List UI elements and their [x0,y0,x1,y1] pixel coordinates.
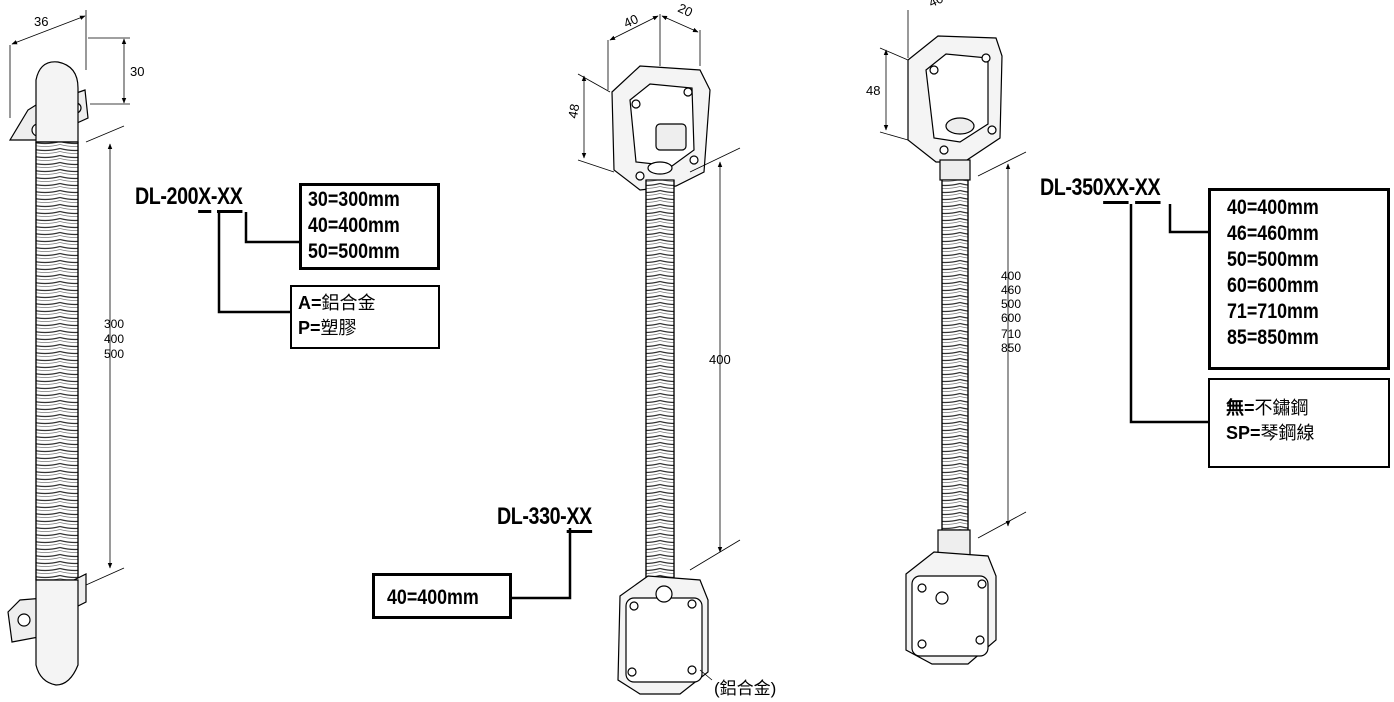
dl350-length-label-4: 600 [1001,311,1021,325]
dl350-length-label-6: 850 [1001,341,1021,355]
dl200-material-option: A=鋁合金 [298,291,438,316]
dl350-code-prefix: DL-350 [1040,174,1104,201]
dl200-height-label: 30 [130,64,144,79]
dl350-height-label: 48 [866,83,880,98]
dl350-material-option: SP=琴鋼線 [1226,421,1388,446]
dl330-length-option: 40=400mm [387,586,479,609]
dl200-material-value: 塑膠 [320,318,357,338]
dl350-connectors [1129,204,1210,424]
dl330-depth-label: 20 [676,0,695,20]
dl350-material-key: SP= [1226,423,1261,443]
dl200-length-label-3: 500 [104,347,124,361]
dl200-length-label-1: 300 [104,317,124,331]
dl200-connectors [217,212,300,314]
dl350-length-option: 46=460mm [1227,222,1319,245]
dl350-code-part2: XX [1134,174,1161,204]
dl350-width-label: 40 [926,0,945,10]
dl330-drawing [611,65,711,695]
dl350-coil [941,179,969,531]
dl350-length-label-3: 500 [1001,297,1021,311]
dl200-material-key: A= [298,293,322,313]
dl200-material-box: A=鋁合金 P=塑膠 [290,285,440,349]
dl330-length-label: 400 [709,352,731,367]
dl350-material-value: 不鏽鋼 [1254,398,1309,418]
dl350-length-option: 50=500mm [1227,248,1319,271]
dl330-code-prefix: DL-330- [497,503,567,530]
dl350-length-option: 60=600mm [1227,274,1319,297]
dl330-coil [645,179,675,581]
dl330-width-label: 40 [621,11,640,31]
dl200-length-option: 50=500mm [308,240,400,263]
dl200-code-part1: X [198,183,211,213]
dl330-model-code: DL-330-XX [497,503,592,533]
dl200-material-option: P=塑膠 [298,316,438,341]
dl200-material-key: P= [298,318,321,338]
dl350-length-option: 71=710mm [1227,300,1319,323]
dl350-code-part1: XX [1103,174,1129,204]
dl200-length-box: 30=300mm 40=400mm 50=500mm [299,183,440,270]
dl350-length-option: 85=850mm [1227,326,1319,349]
dl350-model-code: DL-350XX-XX [1040,174,1161,204]
dl350-drawing [905,35,1003,665]
dl350-material-option: 無=不鏽鋼 [1226,396,1388,421]
dl200-model-code: DL-200X-XX [135,183,243,213]
dl200-code-sep: - [210,183,218,210]
dl200-top-cap [35,61,79,143]
dl200-bottom-cap [35,579,79,686]
dl350-length-label-2: 460 [1001,283,1021,297]
dl350-material-box: 無=不鏽鋼 SP=琴鋼線 [1208,378,1390,468]
dl350-length-box: 40=400mm 46=460mm 50=500mm 60=600mm 71=7… [1208,188,1390,370]
dl330-length-box: 40=400mm [372,573,512,619]
dl200-length-option: 30=300mm [308,188,400,211]
dl350-length-label-5: 710 [1001,327,1021,341]
dl330-connector [512,528,572,600]
dl350-length-option: 40=400mm [1227,196,1319,219]
dl200-length-option: 40=400mm [308,214,400,237]
dl350-code-sep: - [1128,174,1136,201]
dl330-code-part: XX [566,503,592,533]
dl330-height-label: 48 [565,103,582,120]
dl330-material-note: (鋁合金) [714,679,777,698]
dl200-material-value: 鋁合金 [321,293,376,313]
dl200-width-label: 36 [34,14,48,29]
dl200-coil [35,141,79,581]
dl200-code-part2: XX [217,183,243,213]
dl200-drawing [7,61,89,686]
dl350-length-label-1: 400 [1001,269,1021,283]
dl200-length-label-2: 400 [104,332,124,346]
dl350-material-key: 無= [1226,398,1255,418]
dl350-material-value: 琴鋼線 [1260,423,1315,443]
dl200-code-prefix: DL-200 [135,183,199,210]
